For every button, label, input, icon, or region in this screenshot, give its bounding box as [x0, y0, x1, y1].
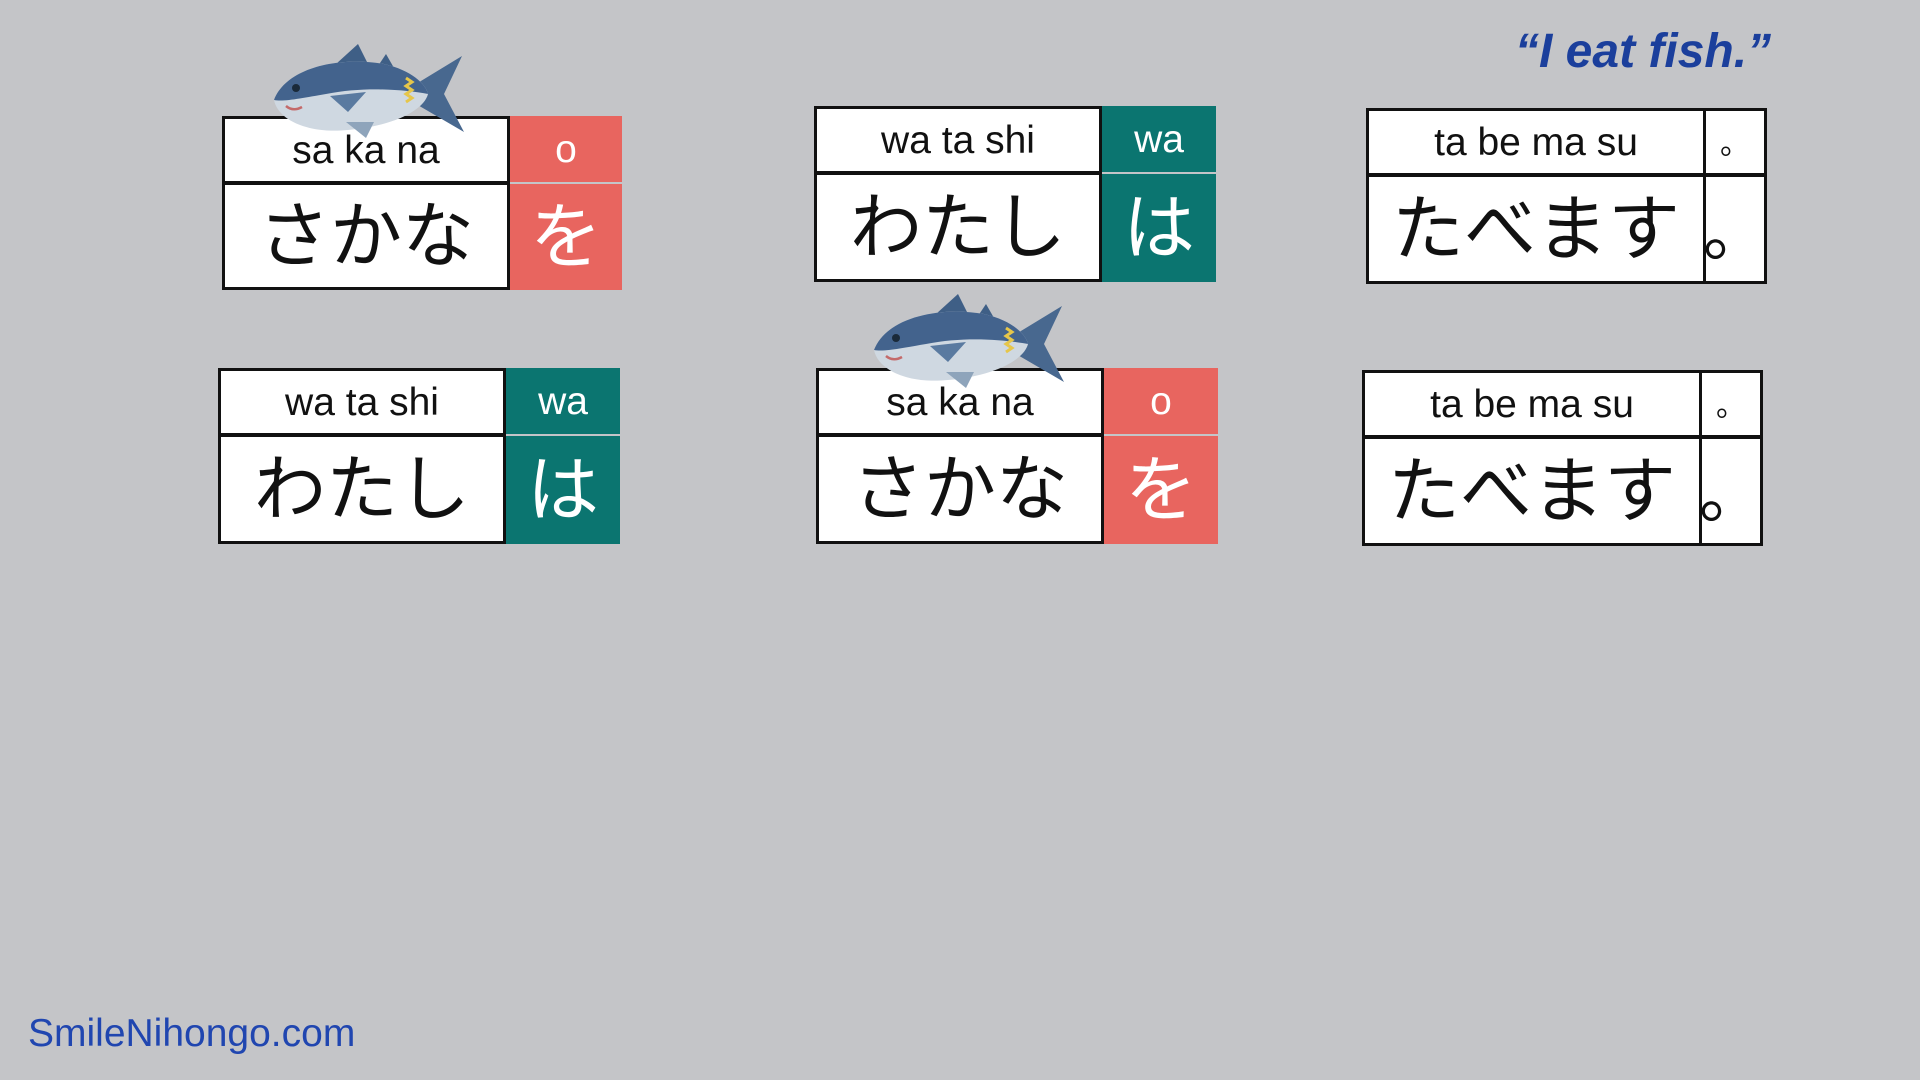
particle-romaji: o [510, 116, 622, 182]
particle-kana: を [510, 184, 622, 290]
romaji-word: ta be ma su [1362, 370, 1702, 438]
page-title: “I eat fish.” [1515, 25, 1772, 78]
kana-word: さかな [222, 182, 510, 290]
tuna-fish-icon [272, 42, 466, 140]
romaji-word: wa ta shi [218, 368, 506, 436]
period-romaji: 。 [1703, 108, 1767, 176]
period-romaji: 。 [1699, 370, 1763, 438]
kana-word: わたし [218, 434, 506, 544]
romaji-word: ta be ma su [1366, 108, 1706, 176]
period-kana: 。 [1703, 174, 1767, 284]
romaji-word: wa ta shi [814, 106, 1102, 174]
particle-romaji: wa [506, 368, 620, 434]
kana-word: わたし [814, 172, 1102, 282]
particle-kana: は [506, 436, 620, 544]
period-kana: 。 [1699, 436, 1763, 546]
kana-word: たべます [1366, 174, 1706, 284]
tuna-fish-icon [872, 292, 1066, 390]
particle-kana: は [1102, 174, 1216, 282]
particle-kana: を [1104, 436, 1218, 544]
site-url[interactable]: SmileNihongo.com [28, 1012, 356, 1055]
particle-romaji: wa [1102, 106, 1216, 172]
particle-romaji: o [1104, 368, 1218, 434]
kana-word: さかな [816, 434, 1104, 544]
kana-word: たべます [1362, 436, 1702, 546]
